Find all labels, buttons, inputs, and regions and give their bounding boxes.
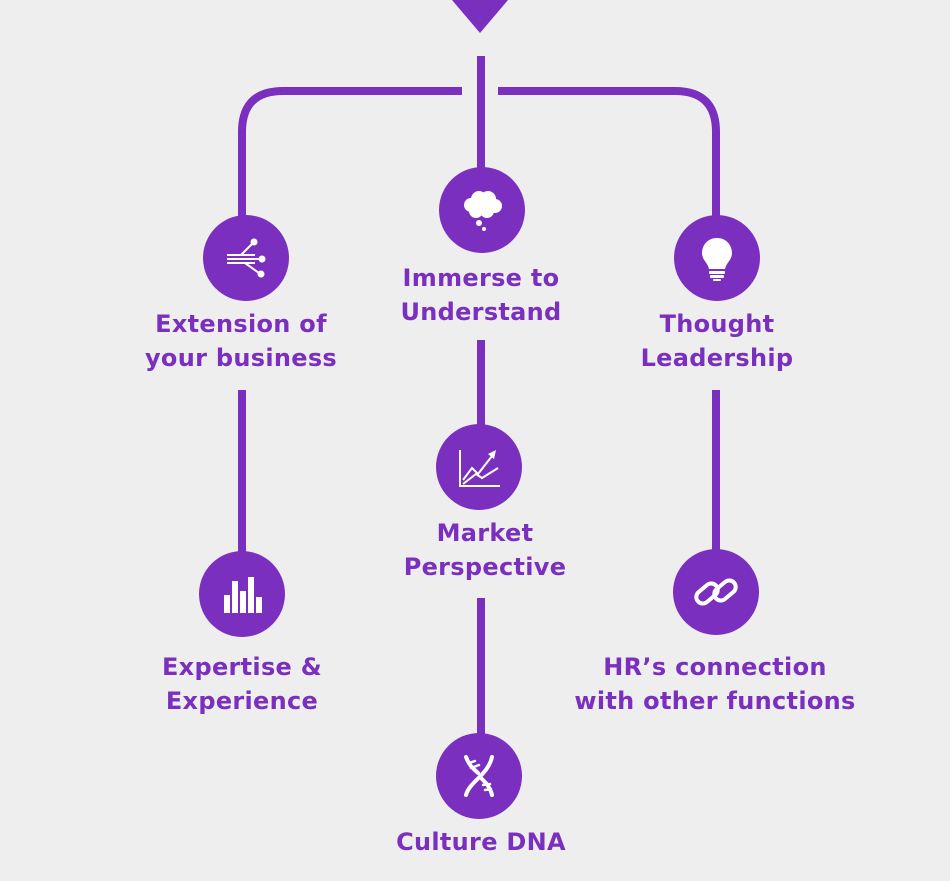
node-hr bbox=[673, 549, 759, 635]
label-line: your business bbox=[144, 344, 338, 372]
label-line: HR’s connection bbox=[603, 653, 827, 681]
label-line: with other functions bbox=[574, 687, 856, 715]
bar-chart-icon bbox=[224, 577, 262, 613]
label-immerse: Immerse to Understand bbox=[331, 261, 631, 329]
label-market: Market Perspective bbox=[335, 516, 635, 584]
network-icon bbox=[227, 238, 266, 278]
label-thought: Thought Leadership bbox=[567, 307, 867, 375]
dna-icon bbox=[464, 755, 494, 797]
label-line: Extension of bbox=[155, 310, 327, 338]
label-hr: HR’s connection with other functions bbox=[565, 650, 865, 718]
label-line: Experience bbox=[165, 687, 319, 715]
label-line: Perspective bbox=[403, 553, 567, 581]
label-line: Leadership bbox=[640, 344, 794, 372]
label-line: Immerse to bbox=[402, 264, 560, 292]
label-line: Market bbox=[436, 519, 534, 547]
node-expertise bbox=[199, 551, 285, 637]
label-expertise: Expertise & Experience bbox=[92, 650, 392, 718]
right-branch-line bbox=[498, 87, 720, 216]
thought-cloud-icon bbox=[464, 191, 502, 231]
label-line: Expertise & bbox=[161, 653, 322, 681]
label-line: Understand bbox=[400, 298, 562, 326]
label-culture: Culture DNA bbox=[331, 825, 631, 859]
label-line: Culture DNA bbox=[396, 828, 566, 856]
link-icon bbox=[694, 578, 738, 606]
node-extension bbox=[203, 215, 289, 301]
left-branch-line bbox=[238, 87, 462, 216]
top-arrow bbox=[452, 0, 508, 33]
node-culture bbox=[436, 733, 522, 819]
label-extension: Extension of your business bbox=[91, 307, 391, 375]
node-market bbox=[436, 424, 522, 510]
growth-chart-icon bbox=[459, 450, 500, 487]
node-immerse bbox=[439, 167, 525, 253]
node-thought bbox=[674, 215, 760, 301]
lightbulb-icon bbox=[702, 238, 732, 281]
label-line: Thought bbox=[659, 310, 775, 338]
